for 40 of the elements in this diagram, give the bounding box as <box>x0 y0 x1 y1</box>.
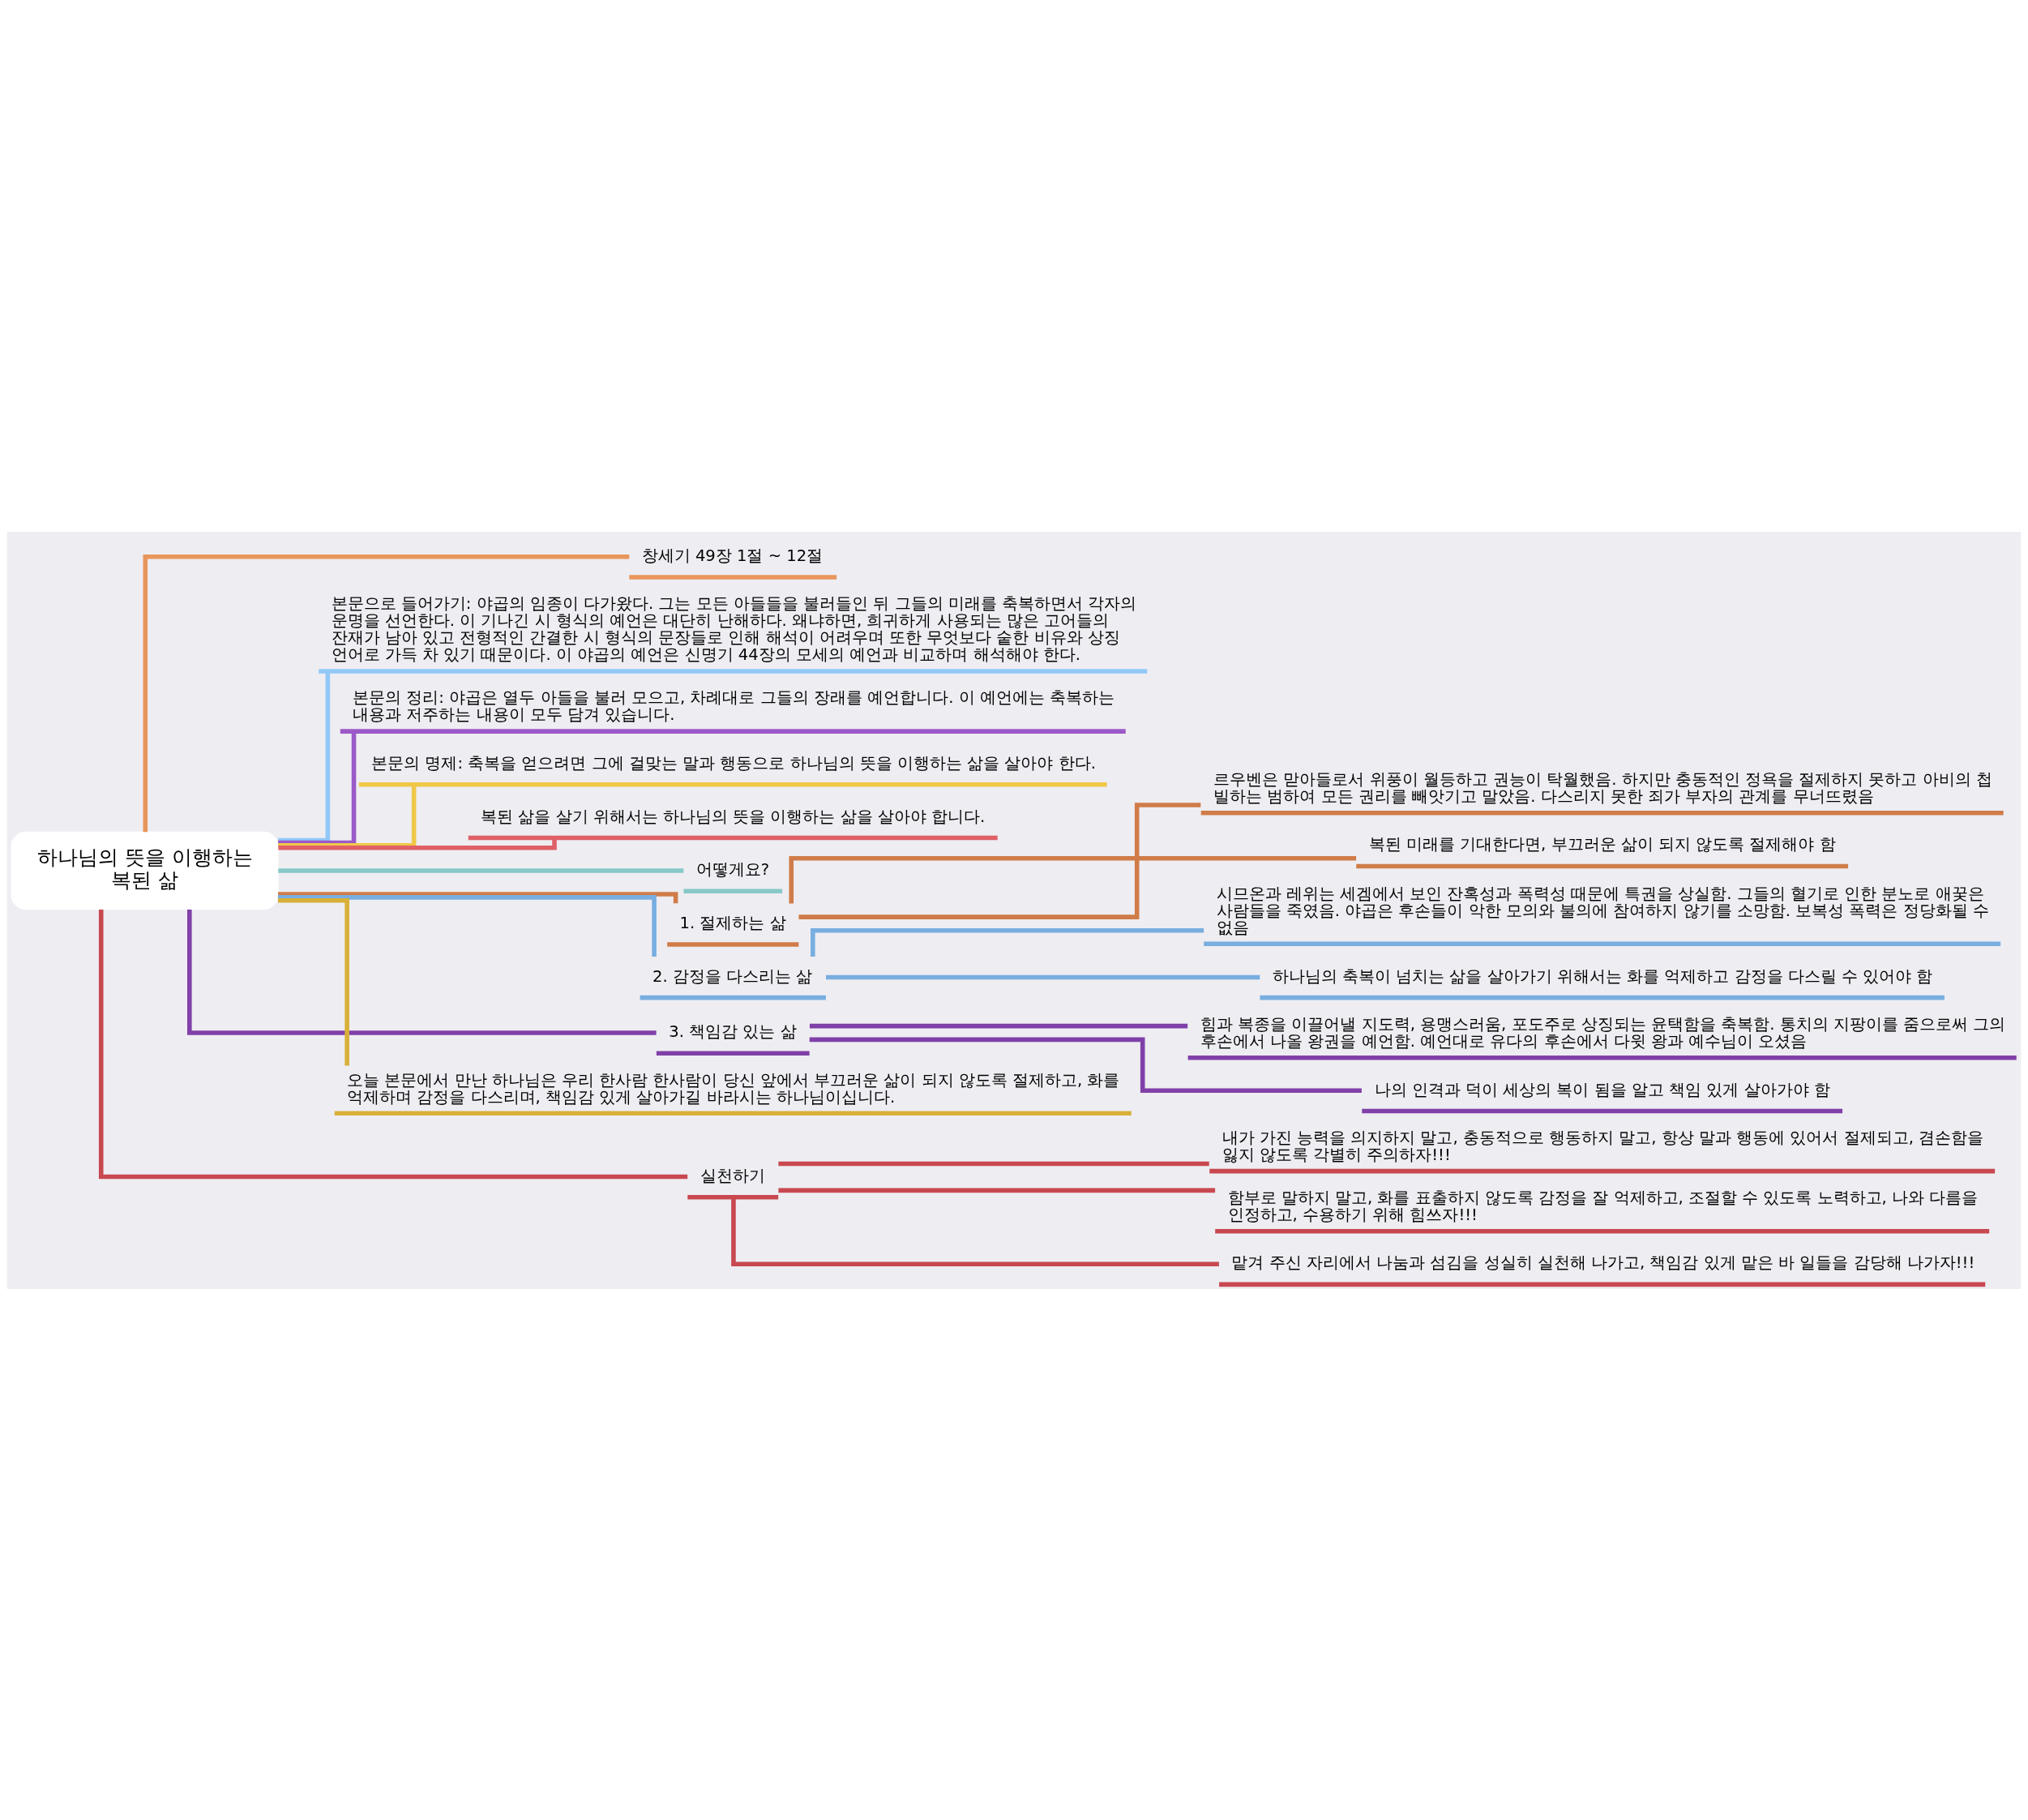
connector <box>778 1188 1216 1193</box>
connector <box>826 974 1260 979</box>
node-text: 복된 미래를 기대한다면, 부끄러운 삶이 되지 않도록 절제해야 함 <box>1368 834 1836 854</box>
connector <box>277 897 349 1065</box>
node-box: 하나님의 뜻을 이행하는 복된 삶 <box>11 831 279 910</box>
connector <box>789 855 1357 904</box>
connector <box>778 1161 1209 1166</box>
node-text: 복된 삶을 살기 위해서는 하나님의 뜻을 이행하는 삶을 살아야 합니다. <box>481 807 986 826</box>
node-text: 1. 절제하는 삶 <box>679 913 786 932</box>
connector <box>278 784 417 848</box>
node-text: 맡겨 주신 자리에서 나눔과 섬김을 성실히 실천해 나가고, 책임감 있게 맡은 바 일들을 감당해 나가자!!! <box>1231 1253 1975 1272</box>
node-text: 르우벤은 맏아들로서 위풍이 월등하고 권능이 탁월했음. 하지만 충동적인 정욕을 절제하지 못하고 아비의 첩 빌하는 범하여 모든 권리를 빼앗기고 말았음. 다스리지 못한 죄가 부자의 관계를 무너뜨렸음 <box>1213 769 1992 806</box>
node-text: 함부로 말하지 말고, 화를 표출하지 않도록 감정을 잘 억제하고, 조절할 수 있도록 노력하고, 나와 다름을 인정하고, 수용하기 위해 힘쓰자!!! <box>1227 1188 1979 1224</box>
connector <box>731 1197 1219 1266</box>
connector <box>143 554 630 832</box>
node-text: 힘과 복종을 이끌어낼 지도력, 용맹스러움, 포도주로 상징되는 윤택함을 축복함. 통치의 지팡이를 줌으로써 그의 후손에서 나올 왕권을 예언함. 예언대로 유다의 후손에서 다윗 왕과 예수님이 오셨음 <box>1200 1014 2006 1051</box>
node-text: 어떻게요? <box>695 859 770 879</box>
connector <box>798 802 1201 919</box>
connector <box>278 670 331 842</box>
connector <box>187 909 657 1035</box>
node-text: 오늘 본문에서 만난 하나님은 우리 한사람 한사람이 당신 앞에서 부끄러운 삶이 되지 않도록 절제하고, 화를 억제하며 감정을 다스리며, 책임감 있게 살아가길 바라시는 하나님이십니다. <box>347 1070 1120 1107</box>
node-text: 실천하기 <box>700 1166 765 1185</box>
node-text: 하나님의 축복이 넘치는 삶을 살아가기 위해서는 화를 억제하고 감정을 다스릴 수 있어야 함 <box>1272 966 1933 986</box>
node-text: 창세기 49장 1절 ~ 12절 <box>641 546 824 565</box>
node-text: 본문의 정리: 야곱은 열두 아들을 불러 모으고, 차례대로 그들의 장래를 예언합니다. 이 예언에는 축복하는 내용과 저주하는 내용이 모두 담겨 있습니다. <box>353 687 1115 724</box>
node-text: 내가 가진 능력을 의지하지 말고, 충동적으로 행동하지 말고, 항상 말과 행동에 있어서 절제되고, 겸손함을 잃지 않도록 각별히 주의하자!!! <box>1222 1128 1984 1164</box>
connector <box>277 894 657 957</box>
node-text: 본문으로 들어가기: 야곱의 임종이 다가왔다. 그는 모든 아들들을 불러들인 뒤 그들의 미래를 축복하면서 각자의 운명을 선언한다. 이 기나긴 시 형식의 예언은 대단히 난해하다. 왜냐하면, 희귀하게 사용되는 많은 고어들의 잔재가 남아 있고 전형적인 간결한 시 형식의 문장들로 인해 해석이 어려우며 또한 무엇보다 숱한 비유와 상징 언어로 가득 차 있기 때문이다. 이 야곱의 예언은 신명기 44장의 모세의 예언과 비교하며 해석해야 한다. <box>331 593 1137 664</box>
connector <box>809 1037 1362 1093</box>
node-text: 나의 인격과 덕이 세상의 복이 됨을 알고 책임 있게 살아가야 함 <box>1374 1079 1830 1098</box>
connector <box>98 909 688 1179</box>
node-text: 시므온과 레위는 세겜에서 보인 잔혹성과 폭력성 때문에 특권을 상실함. 그들의 혈기로 인한 분노로 애꿎은 사람들을 죽였음. 야곱은 후손들이 악한 모의와 불의에 참여하지 않기를 소망함. 보복성 폭력은 정당화될 수 없음 <box>1216 884 1989 937</box>
node-text: 2. 감정을 다스리는 삶 <box>652 966 813 986</box>
node-text: 3. 책임감 있는 삶 <box>669 1021 797 1041</box>
connector <box>278 837 557 850</box>
connector <box>278 867 684 873</box>
connector <box>811 927 1204 957</box>
connector <box>809 1023 1188 1028</box>
connector <box>278 891 678 903</box>
node-text: 본문의 명제: 축복을 얻으려면 그에 걸맞는 말과 행동으로 하나님의 뜻을 이행하는 삶을 살아야 한다. <box>371 753 1096 773</box>
